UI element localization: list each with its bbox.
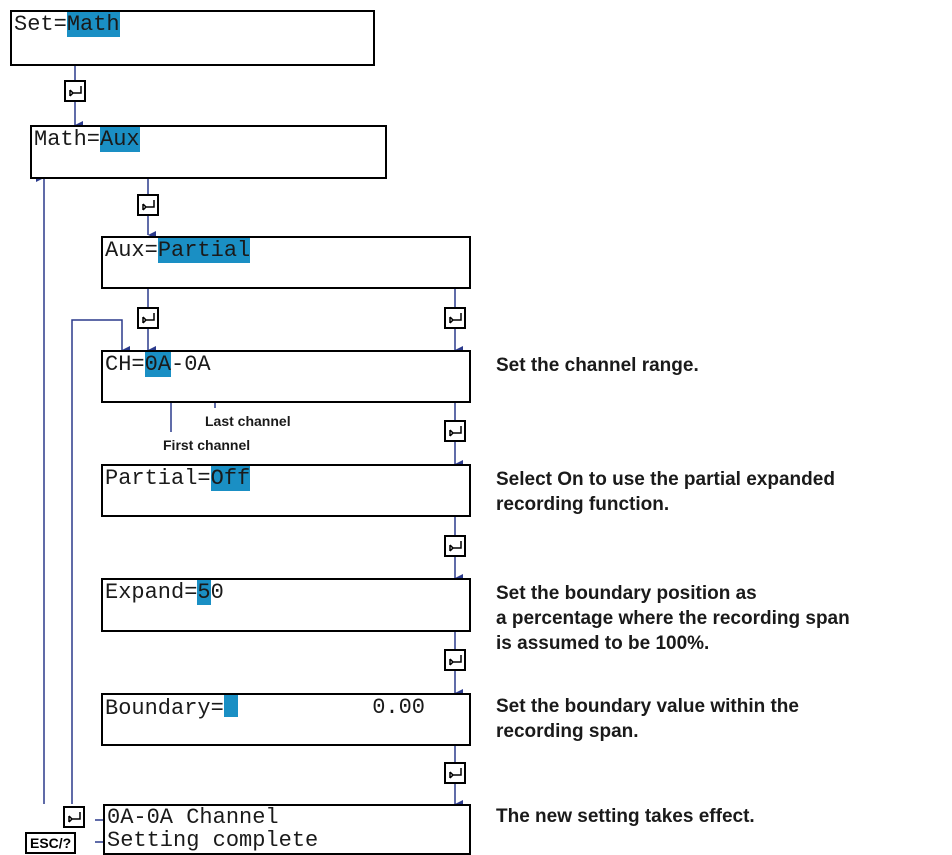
expand-prefix: Expand= <box>105 580 198 605</box>
enter-key-icon[interactable] <box>444 762 466 784</box>
aux-prefix: Aux= <box>105 238 158 263</box>
boundary-cursor <box>223 695 238 717</box>
note-expand-line-2: a percentage where the recording span <box>496 608 850 629</box>
last-channel-label: Last channel <box>205 413 291 429</box>
math-prefix: Math= <box>34 127 101 152</box>
boundary-prefix: Boundary= <box>105 696 224 721</box>
lcd-boundary-screen: Boundary= 0.00 <box>101 693 471 746</box>
set-value: Math <box>66 12 120 37</box>
esc-key[interactable]: ESC/? <box>25 832 77 854</box>
note-expand-line-3: is assumed to be 100%. <box>496 633 710 654</box>
partial-value: Off <box>210 466 251 491</box>
note-channel-range: Set the channel range. <box>496 355 699 376</box>
lcd-math-screen: Math=Aux <box>30 125 387 179</box>
ch-first-value: 0A <box>144 352 172 377</box>
partial-prefix: Partial= <box>105 466 211 491</box>
expand-cursor-digit: 5 <box>197 580 211 605</box>
lcd-partial-screen: Partial=Off <box>101 464 471 517</box>
boundary-value: 0.00 <box>372 695 425 720</box>
note-expand: Set the boundary position as a percentag… <box>496 581 850 656</box>
lcd-channel-screen: CH=0A-0A <box>101 350 471 403</box>
set-prefix: Set= <box>14 12 67 37</box>
note-partial-line-2: recording function. <box>496 494 670 515</box>
aux-value: Partial <box>157 238 251 263</box>
note-partial-line-1: Select On to use the partial expanded <box>496 469 835 490</box>
math-value: Aux <box>100 127 140 152</box>
enter-key-icon[interactable] <box>444 535 466 557</box>
connector-loop-ch <box>71 319 130 804</box>
enter-key-icon[interactable] <box>64 80 86 102</box>
note-boundary: Set the boundary value within the record… <box>496 694 799 744</box>
lcd-set-screen: Set=Math <box>10 10 375 66</box>
lcd-aux-screen: Aux=Partial <box>101 236 471 289</box>
enter-key-icon[interactable] <box>444 649 466 671</box>
complete-line-2: Setting complete <box>107 828 319 853</box>
expand-rest: 0 <box>210 580 224 605</box>
first-channel-label: First channel <box>163 437 251 453</box>
complete-line-1: 0A-0A Channel <box>107 805 279 830</box>
lcd-expand-screen: Expand=50 <box>101 578 471 632</box>
enter-key-icon[interactable] <box>137 194 159 216</box>
ch-last-value: 0A <box>184 352 211 377</box>
note-boundary-line-2: recording span. <box>496 721 639 742</box>
note-boundary-line-1: Set the boundary value within the <box>496 696 799 717</box>
enter-key-icon[interactable] <box>444 307 466 329</box>
enter-key-icon[interactable] <box>444 420 466 442</box>
note-complete: The new setting takes effect. <box>496 806 755 827</box>
enter-key-icon[interactable] <box>63 806 85 828</box>
note-partial: Select On to use the partial expanded re… <box>496 467 835 517</box>
ch-prefix: CH= <box>105 352 145 377</box>
note-expand-line-1: Set the boundary position as <box>496 583 757 604</box>
enter-key-icon[interactable] <box>137 307 159 329</box>
ch-separator: - <box>171 352 185 377</box>
